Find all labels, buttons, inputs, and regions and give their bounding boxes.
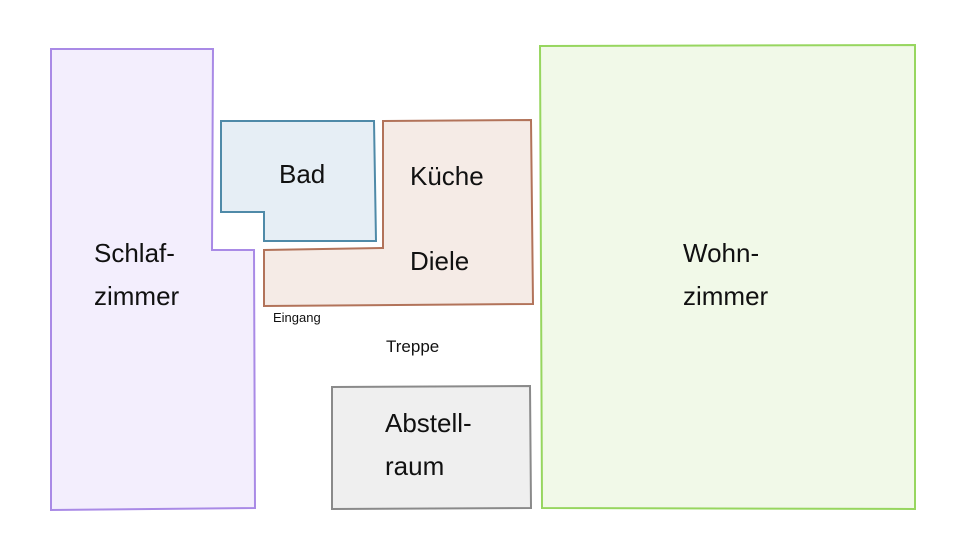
label-abstellraum-line1: Abstell- [385,408,472,438]
label-bad: Bad [279,159,325,189]
label-schlafzimmer-line2: zimmer [94,281,180,311]
label-wohnzimmer-line2: zimmer [683,281,769,311]
label-abstellraum-line2: raum [385,451,444,481]
room-abstellraum [331,384,533,511]
label-treppe: Treppe [386,337,439,356]
label-diele: Diele [410,246,469,276]
label-schlafzimmer-line1: Schlaf- [94,238,175,268]
room-kueche-diele [263,118,535,308]
room-schlafzimmer [50,48,257,512]
label-kueche: Küche [410,161,484,191]
room-bad [220,120,378,242]
room-wohnzimmer [538,43,916,511]
label-wohnzimmer-line1: Wohn- [683,238,759,268]
label-eingang: Eingang [273,310,321,325]
